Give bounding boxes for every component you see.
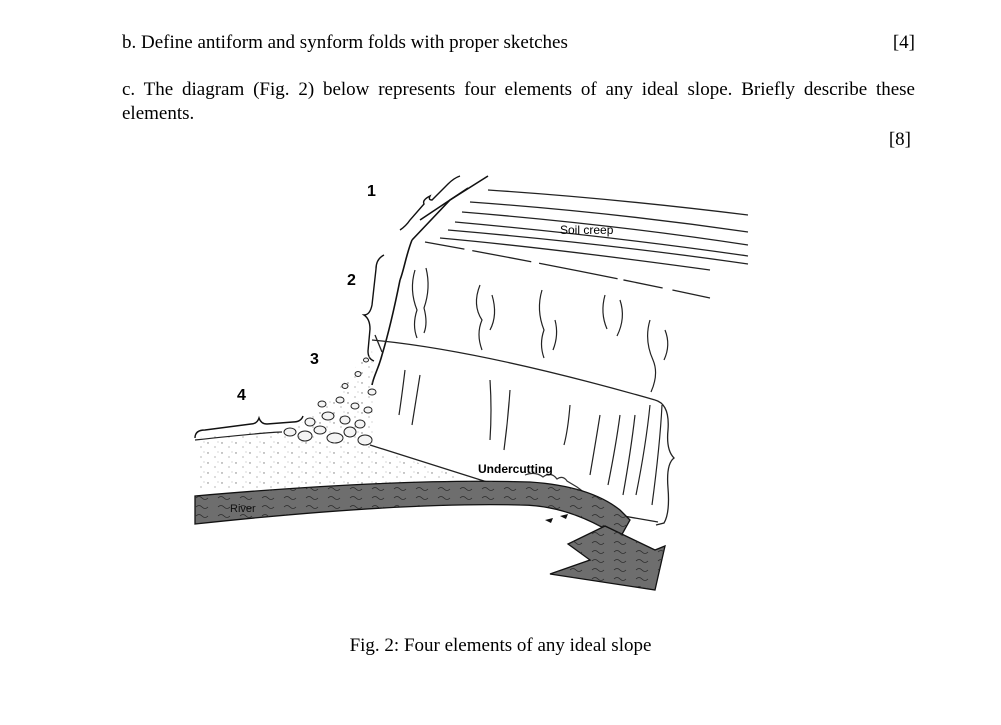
- header-logo-fragment: [484, 0, 518, 4]
- label-element-4: 4: [237, 387, 246, 404]
- bracket-element-1: [399, 175, 461, 231]
- label-element-2: 2: [347, 272, 356, 289]
- label-soil-creep: Soil creep: [560, 223, 614, 237]
- question-b: b. Define antiform and synform folds wit…: [122, 31, 915, 55]
- rock-cracks: [398, 267, 669, 506]
- label-undercutting: Undercutting: [478, 462, 553, 476]
- question-c-marks: [8]: [888, 129, 911, 150]
- label-element-3: 3: [310, 351, 319, 368]
- label-river: River: [230, 503, 256, 515]
- slope-diagram: 1 2 3 4 Soil creep Undercutting River: [150, 160, 790, 610]
- bracket-element-4: [194, 415, 304, 439]
- scree-debris: [280, 345, 377, 450]
- question-c-text: c. The diagram (Fig. 2) below represents…: [122, 79, 915, 124]
- bracket-element-2: [361, 254, 385, 362]
- figure-caption: Fig. 2: Four elements of any ideal slope: [349, 635, 652, 656]
- question-b-marks: [4]: [892, 32, 915, 53]
- soil-creep-strata: [424, 189, 749, 299]
- river-channel: [194, 480, 666, 591]
- label-element-1: 1: [367, 183, 376, 200]
- slope-diagram-svg: 1 2 3 4 Soil creep Undercutting River: [194, 175, 749, 591]
- cliff-outline: [371, 175, 489, 386]
- question-b-text: b. Define antiform and synform folds wit…: [122, 32, 568, 53]
